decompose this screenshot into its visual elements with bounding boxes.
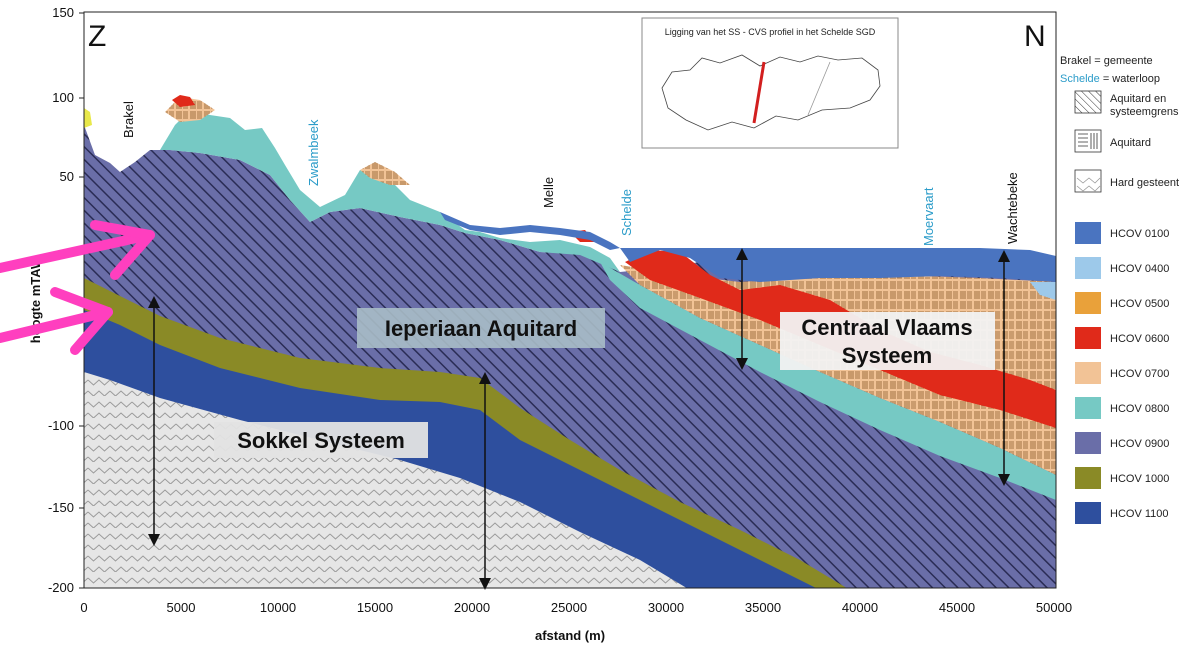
place-label: Brakel — [121, 101, 136, 138]
x-tick-label: 45000 — [939, 600, 975, 615]
layer-hcov-0700-mid — [360, 162, 410, 185]
x-tick-label: 20000 — [454, 600, 490, 615]
legend-unit-label: HCOV 0600 — [1110, 333, 1169, 345]
legend: Brakel = gemeente Schelde = waterloop Aq… — [1060, 55, 1179, 524]
place-label-waterloop: Zwalmbeek — [306, 119, 321, 186]
x-tick-label: 30000 — [648, 600, 684, 615]
legend-unit-label: HCOV 0700 — [1110, 368, 1169, 380]
legend-unit-label: HCOV 1100 — [1110, 508, 1169, 520]
x-axis-title: afstand (m) — [535, 628, 605, 643]
place-label: Wachtebeke — [1005, 172, 1020, 244]
x-axis: 0 5000 10000 15000 20000 25000 30000 350… — [80, 600, 1072, 643]
x-tick-label: 15000 — [357, 600, 393, 615]
legend-unit-swatch — [1075, 257, 1101, 279]
corner-north-label: N — [1024, 20, 1046, 53]
x-tick-label: 40000 — [842, 600, 878, 615]
legend-unit-label: HCOV 0500 — [1110, 298, 1169, 310]
inset-profile-line — [752, 61, 766, 124]
legend-unit-swatch — [1075, 362, 1101, 384]
legend-unit-label: HCOV 0100 — [1110, 228, 1169, 240]
legend-aquitard-grens-swatch — [1074, 90, 1102, 114]
place-label: Melle — [541, 177, 556, 208]
legend-unit-label: HCOV 0400 — [1110, 263, 1169, 275]
legend-aquitard-label: Aquitard — [1110, 137, 1151, 149]
legend-unit-swatch — [1075, 222, 1101, 244]
layer-top-soil — [84, 108, 92, 128]
legend-unit-label: HCOV 0900 — [1110, 438, 1169, 450]
legend-schelde-name: Schelde — [1060, 73, 1100, 85]
y-tick-label: 150 — [52, 5, 74, 20]
inset-map: Ligging van het SS - CVS profiel in het … — [641, 17, 899, 149]
y-tick-label: -150 — [48, 500, 74, 515]
magenta-arrow-lower — [0, 307, 113, 343]
centraal-label-line1: Centraal Vlaams — [801, 315, 972, 340]
legend-gemeente-suffix: = gemeente — [1091, 55, 1152, 67]
layer-hcov-0800-north — [600, 262, 1056, 500]
x-tick-label: 5000 — [167, 600, 196, 615]
y-tick-label: -200 — [48, 580, 74, 595]
corner-south-label: Z — [88, 20, 106, 53]
legend-unit-label: HCOV 1000 — [1110, 473, 1169, 485]
layer-hcov-0800 — [160, 110, 620, 272]
magenta-arrow-upper — [0, 230, 155, 273]
sokkel-label-box — [214, 422, 428, 458]
legend-aquitard-grens-line2: systeemgrens — [1110, 106, 1179, 118]
inset-secondary-line — [807, 61, 831, 116]
magenta-arrowhead-lower — [50, 287, 113, 355]
magenta-arrowhead-upper — [90, 220, 155, 280]
centraal-label-line2: Systeem — [842, 343, 933, 368]
layer-hcov-0100 — [620, 248, 1056, 282]
y-axis-title: hoogte mTAW — [28, 256, 43, 343]
layer-hcov-0100-ridge — [440, 212, 620, 250]
legend-unit-swatch — [1075, 327, 1101, 349]
place-label-waterloop: Moervaart — [921, 187, 936, 246]
legend-unit-swatch — [1075, 397, 1101, 419]
legend-unit-swatch — [1075, 292, 1101, 314]
place-label-waterloop: Schelde — [619, 189, 634, 236]
legend-waterloop-suffix: = waterloop — [1100, 73, 1160, 85]
legend-hard-gesteent-label: Hard gesteent — [1110, 177, 1179, 189]
legend-unit-swatch — [1075, 432, 1101, 454]
centraal-label-box — [780, 312, 995, 370]
x-tick-label: 35000 — [745, 600, 781, 615]
legend-unit-swatch — [1075, 467, 1101, 489]
sokkel-label: Sokkel Systeem — [237, 428, 405, 453]
legend-aquitard-grens-line1: Aquitard en — [1110, 93, 1166, 105]
thickness-arrows — [148, 248, 1010, 590]
layer-hcov-0400 — [1030, 282, 1056, 300]
legend-hard-gesteent-swatch — [1074, 169, 1102, 193]
x-tick-label: 25000 — [551, 600, 587, 615]
legend-unit-label: HCOV 0800 — [1110, 403, 1169, 415]
inset-title: Ligging van het SS - CVS profiel in het … — [665, 27, 876, 37]
layer-hcov-0600-south — [172, 95, 195, 107]
geological-layers — [84, 95, 1056, 588]
y-tick-label: -100 — [48, 418, 74, 433]
ieperiaan-label: Ieperiaan Aquitard — [385, 316, 577, 341]
legend-unit-swatch — [1075, 502, 1101, 524]
y-tick-label: 50 — [60, 169, 74, 184]
x-tick-label: 0 — [80, 600, 87, 615]
legend-brakel-name: Brakel — [1060, 55, 1091, 67]
legend-waterloop: Schelde = waterloop — [1060, 73, 1160, 85]
x-tick-label: 10000 — [260, 600, 296, 615]
ieperiaan-label-box — [357, 308, 605, 348]
annotation-arrows — [0, 220, 155, 355]
x-tick-label: 50000 — [1036, 600, 1072, 615]
legend-aquitard-swatch — [1074, 129, 1102, 153]
y-tick-label: 100 — [52, 90, 74, 105]
y-axis: 150 100 50 -100 -150 -200 hoogte mTAW — [28, 5, 84, 595]
legend-gemeente: Brakel = gemeente — [1060, 55, 1153, 67]
